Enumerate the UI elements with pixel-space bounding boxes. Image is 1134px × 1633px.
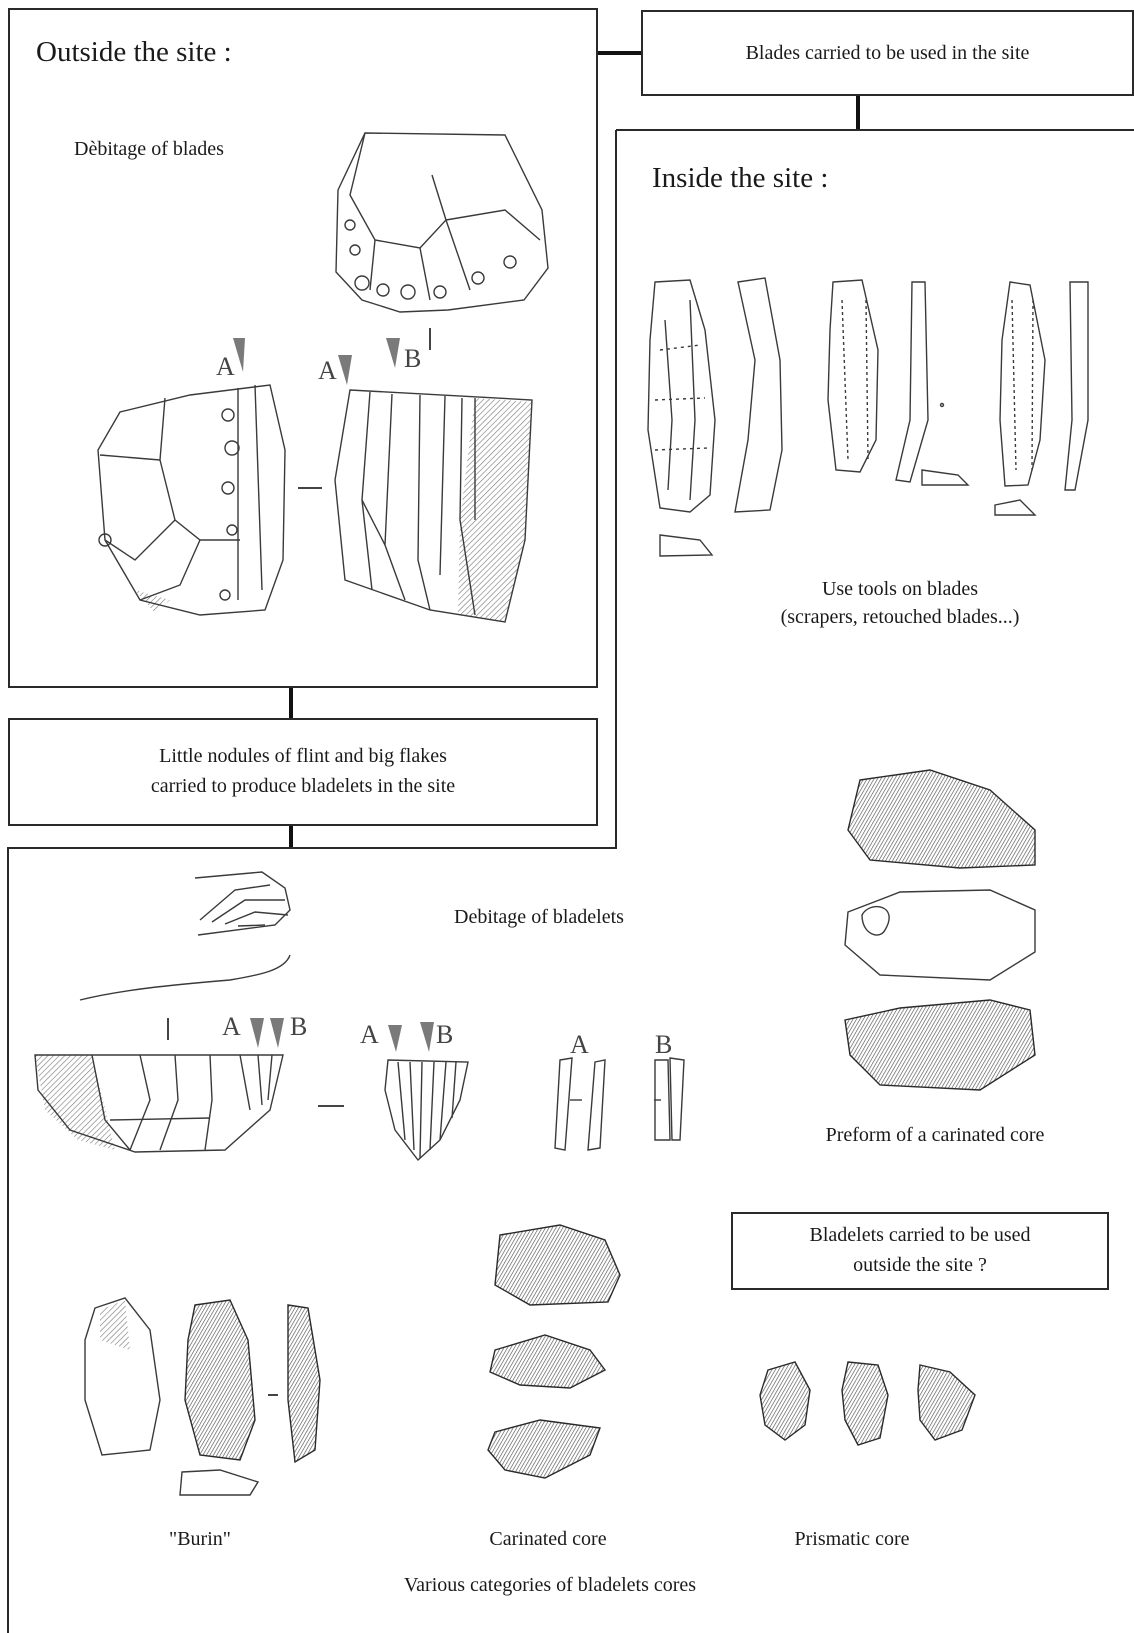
preform-sketch — [845, 770, 1035, 1090]
marker-a-bladelets-2: A — [360, 1020, 379, 1050]
blade-debitage-label: Dèbitage of blades — [74, 136, 224, 163]
bladelet-debitage-sketch — [35, 872, 290, 1152]
carinated-core-sketch — [488, 1225, 620, 1478]
blades-carried-label: Blades carried to be used in the site — [641, 40, 1134, 67]
inside-heading: Inside the site : — [652, 162, 828, 195]
bladelets-carried-line2: outside the site ? — [731, 1252, 1109, 1279]
nodules-label-line1: Little nodules of flint and big flakes — [8, 743, 598, 770]
prismatic-core-sketch — [760, 1362, 975, 1445]
preform-label: Preform of a carinated core — [780, 1122, 1090, 1149]
outside-site-box — [8, 8, 598, 688]
bladelet-debitage-label: Debitage of bladelets — [454, 904, 624, 931]
nodules-label-line2: carried to produce bladelets in the site — [8, 773, 598, 800]
blade-tools-label-line1: Use tools on blades — [700, 576, 1100, 603]
marker-b-bladelets-3: B — [655, 1030, 672, 1060]
blade-tools-sketch — [648, 278, 1088, 556]
marker-b-bladelets-2: B — [436, 1020, 453, 1050]
prismatic-core-label: Prismatic core — [752, 1526, 952, 1553]
carinated-core-label: Carinated core — [448, 1526, 648, 1553]
percussion-arrows-bladelets — [250, 1018, 434, 1052]
bladelets-carried-line1: Bladelets carried to be used — [731, 1222, 1109, 1249]
marker-a-bladelets-3: A — [570, 1030, 589, 1060]
marker-b-outside: B — [404, 344, 421, 374]
bladelet-core-front — [385, 1060, 468, 1160]
bladelet-cores-categories-label: Various categories of bladelets cores — [300, 1572, 800, 1599]
blade-tools-label-line2: (scrapers, retouched blades...) — [700, 604, 1100, 631]
marker-b-bladelets-1: B — [290, 1012, 307, 1042]
burin-label: "Burin" — [120, 1526, 280, 1553]
marker-a-outside-2: A — [318, 356, 337, 386]
marker-a-outside-1: A — [216, 352, 235, 382]
marker-a-bladelets-1: A — [222, 1012, 241, 1042]
nodules-carried-box — [8, 718, 598, 826]
burin-sketch — [85, 1298, 320, 1495]
bladelet-products-sketch — [555, 1058, 684, 1150]
outside-heading: Outside the site : — [36, 36, 232, 69]
